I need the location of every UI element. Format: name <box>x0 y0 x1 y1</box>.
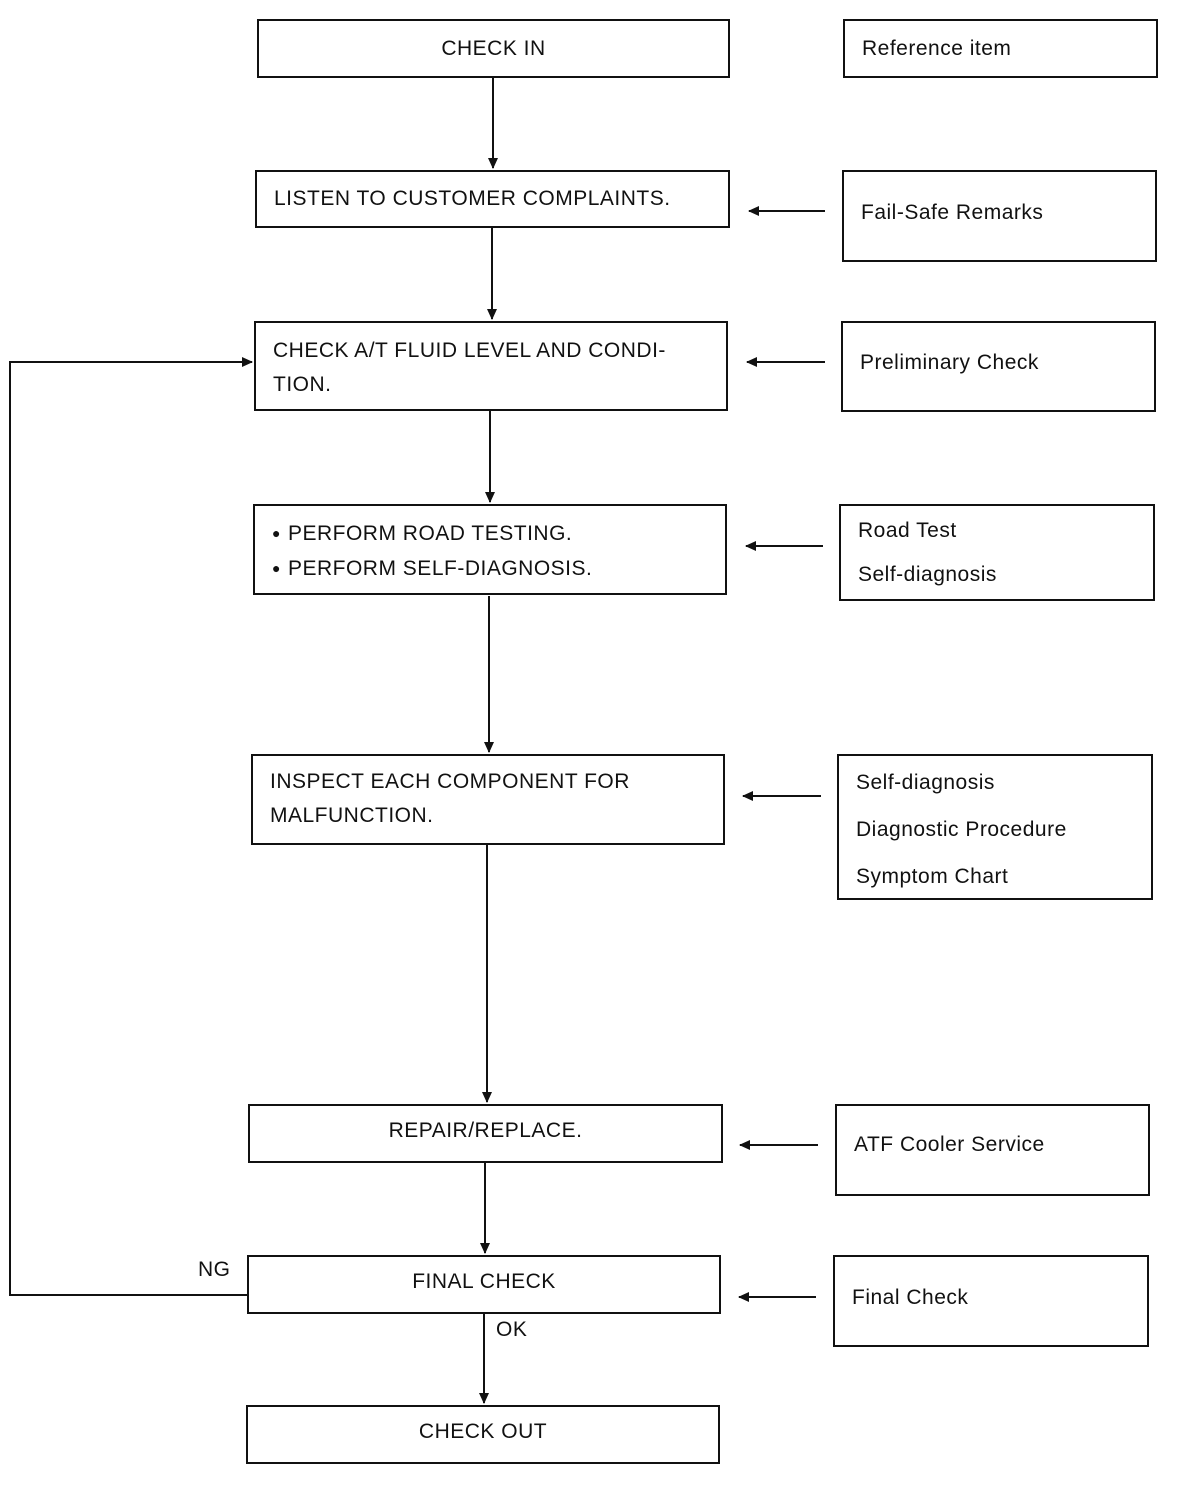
ref-preliminary-box: Preliminary Check <box>841 321 1156 412</box>
perform-road-test-item: PERFORM ROAD TESTING. <box>272 517 725 552</box>
inspect-line-2: MALFUNCTION. <box>270 804 434 827</box>
check-out-label: CHECK OUT <box>418 1420 548 1443</box>
listen-box: LISTEN TO CUSTOMER COMPLAINTS. <box>255 170 730 228</box>
repair-box: REPAIR/REPLACE. <box>248 1104 723 1163</box>
reference-header-box: Reference item <box>843 19 1158 78</box>
ok-label: OK <box>496 1318 528 1341</box>
ref-symptom-chart: Symptom Chart <box>856 865 1009 888</box>
final-check-box: FINAL CHECK <box>247 1255 721 1314</box>
check-in-box: CHECK IN <box>257 19 730 78</box>
reference-header-label: Reference item <box>862 36 1012 60</box>
ref-final-box: Final Check <box>833 1255 1149 1347</box>
inspect-line-1: INSPECT EACH COMPONENT FOR <box>270 770 630 793</box>
ref-fail-safe-box: Fail-Safe Remarks <box>842 170 1157 262</box>
ref-self-diagnosis-item: Self-diagnosis <box>858 563 997 586</box>
ref-preliminary-item: Preliminary Check <box>860 351 1039 374</box>
check-fluid-line-2: TION. <box>273 373 332 396</box>
ref-atf-box: ATF Cooler Service <box>835 1104 1150 1196</box>
ng-loop-line <box>9 357 253 1296</box>
ref-inspect-box: Self-diagnosis Diagnostic Procedure Symp… <box>837 754 1153 900</box>
check-fluid-box: CHECK A/T FLUID LEVEL AND CONDI- TION. <box>254 321 728 411</box>
check-fluid-line-1: CHECK A/T FLUID LEVEL AND CONDI- <box>273 339 666 362</box>
check-out-box: CHECK OUT <box>246 1405 720 1464</box>
ref-inspect-self-diagnosis: Self-diagnosis <box>856 771 995 794</box>
ng-label: NG <box>198 1258 231 1281</box>
inspect-box: INSPECT EACH COMPONENT FOR MALFUNCTION. <box>251 754 725 845</box>
check-in-label: CHECK IN <box>441 36 546 60</box>
repair-label: REPAIR/REPLACE. <box>388 1119 583 1142</box>
ref-final-check: Final Check <box>852 1286 969 1309</box>
listen-label: LISTEN TO CUSTOMER COMPLAINTS. <box>274 187 671 210</box>
ref-fail-safe-item: Fail-Safe Remarks <box>861 201 1044 224</box>
perform-self-diagnosis-item: PERFORM SELF-DIAGNOSIS. <box>272 552 725 587</box>
ref-atf-cooler-service: ATF Cooler Service <box>854 1133 1045 1156</box>
ref-road-test-box: Road Test Self-diagnosis <box>839 504 1155 601</box>
final-check-label: FINAL CHECK <box>412 1270 556 1293</box>
perform-box: PERFORM ROAD TESTING. PERFORM SELF-DIAGN… <box>253 504 727 595</box>
ref-road-test-item: Road Test <box>858 519 957 542</box>
ref-diagnostic-procedure: Diagnostic Procedure <box>856 818 1067 841</box>
